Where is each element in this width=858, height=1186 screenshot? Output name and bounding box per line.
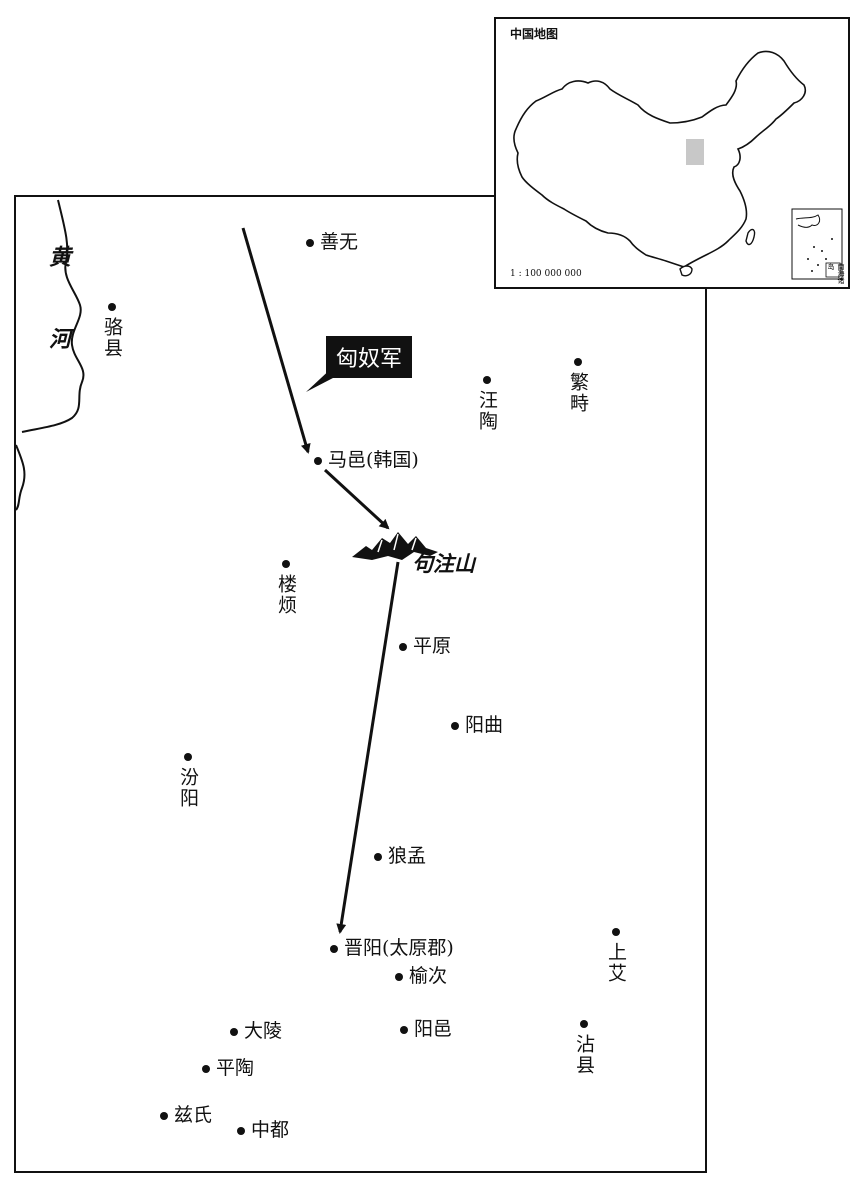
- taiwan-island: [745, 228, 756, 246]
- inset-title: 中国地图: [510, 27, 559, 41]
- city-loufan: 楼烦: [275, 560, 297, 616]
- city-dot: [183, 753, 192, 761]
- city-dot: [374, 852, 382, 861]
- city-dot: [107, 303, 116, 311]
- city-dot: [579, 1020, 588, 1028]
- city-fenyang: 汾阳: [177, 753, 199, 809]
- city-dot: [314, 456, 322, 465]
- city-mayi: 马邑(韩国): [314, 451, 419, 470]
- gouzhu-mountain-label: 句注山: [412, 551, 475, 576]
- army-route-arrow-1: [241, 227, 311, 454]
- city-fanshi: 繁畤: [567, 358, 589, 414]
- city-luoxian: 骆县: [101, 303, 123, 359]
- city-shangai: 上艾: [605, 928, 627, 984]
- city-dot: [160, 1111, 168, 1120]
- city-zishi: 兹氏: [160, 1106, 212, 1125]
- south-sea-inset-box: [791, 208, 843, 280]
- city-pingyuan: 平原: [399, 637, 451, 656]
- china-outline: [513, 50, 807, 268]
- city-dot: [482, 376, 491, 384]
- city-wangtao: 汪陶: [476, 376, 498, 432]
- army-route-arrow-3: [336, 561, 400, 934]
- city-pingtao: 平陶: [202, 1059, 254, 1078]
- south-sea-label-box: [825, 262, 841, 278]
- city-dot: [306, 238, 314, 247]
- mountain-icon-highlight: [377, 533, 417, 553]
- south-sea-coast: [795, 214, 821, 228]
- city-zhanxian: 沾县: [573, 1020, 595, 1076]
- china-inset-map: 中国地图 1 : 100 000 000 南海诸岛: [494, 17, 850, 289]
- south-sea-label: 南海诸岛: [827, 263, 845, 284]
- xiongnu-army-label: 匈奴军: [326, 336, 413, 378]
- city-shanwu: 善无: [306, 233, 358, 252]
- city-dot: [573, 358, 582, 366]
- yellow-river-bank: [15, 444, 26, 511]
- city-yangyi: 阳邑: [400, 1020, 452, 1039]
- city-dot: [611, 928, 620, 936]
- city-zhongdu: 中都: [237, 1121, 289, 1140]
- city-daling: 大陵: [230, 1022, 282, 1041]
- china-outline-layer: [513, 50, 843, 280]
- city-dot: [202, 1064, 210, 1073]
- city-dot: [395, 972, 403, 981]
- city-dot: [237, 1126, 245, 1135]
- city-jinyang: 晋阳(太原郡): [330, 939, 454, 958]
- study-area-highlight: [686, 139, 704, 165]
- city-dot: [399, 642, 407, 651]
- city-langmeng: 狼孟: [374, 847, 426, 866]
- city-dot: [281, 560, 290, 568]
- city-yangqu: 阳曲: [451, 716, 503, 735]
- city-dot: [230, 1027, 238, 1036]
- army-route-arrow-2: [323, 468, 390, 530]
- city-dot: [330, 944, 338, 953]
- yellow-river-line: [21, 199, 85, 433]
- hainan-island: [679, 265, 693, 277]
- city-dot: [451, 721, 459, 730]
- south-sea-islands: [807, 238, 833, 272]
- yellow-river-label: 黄河: [45, 245, 71, 409]
- city-yuci: 榆次: [395, 967, 447, 986]
- inset-scale: 1 : 100 000 000: [510, 269, 582, 279]
- city-dot: [400, 1025, 408, 1034]
